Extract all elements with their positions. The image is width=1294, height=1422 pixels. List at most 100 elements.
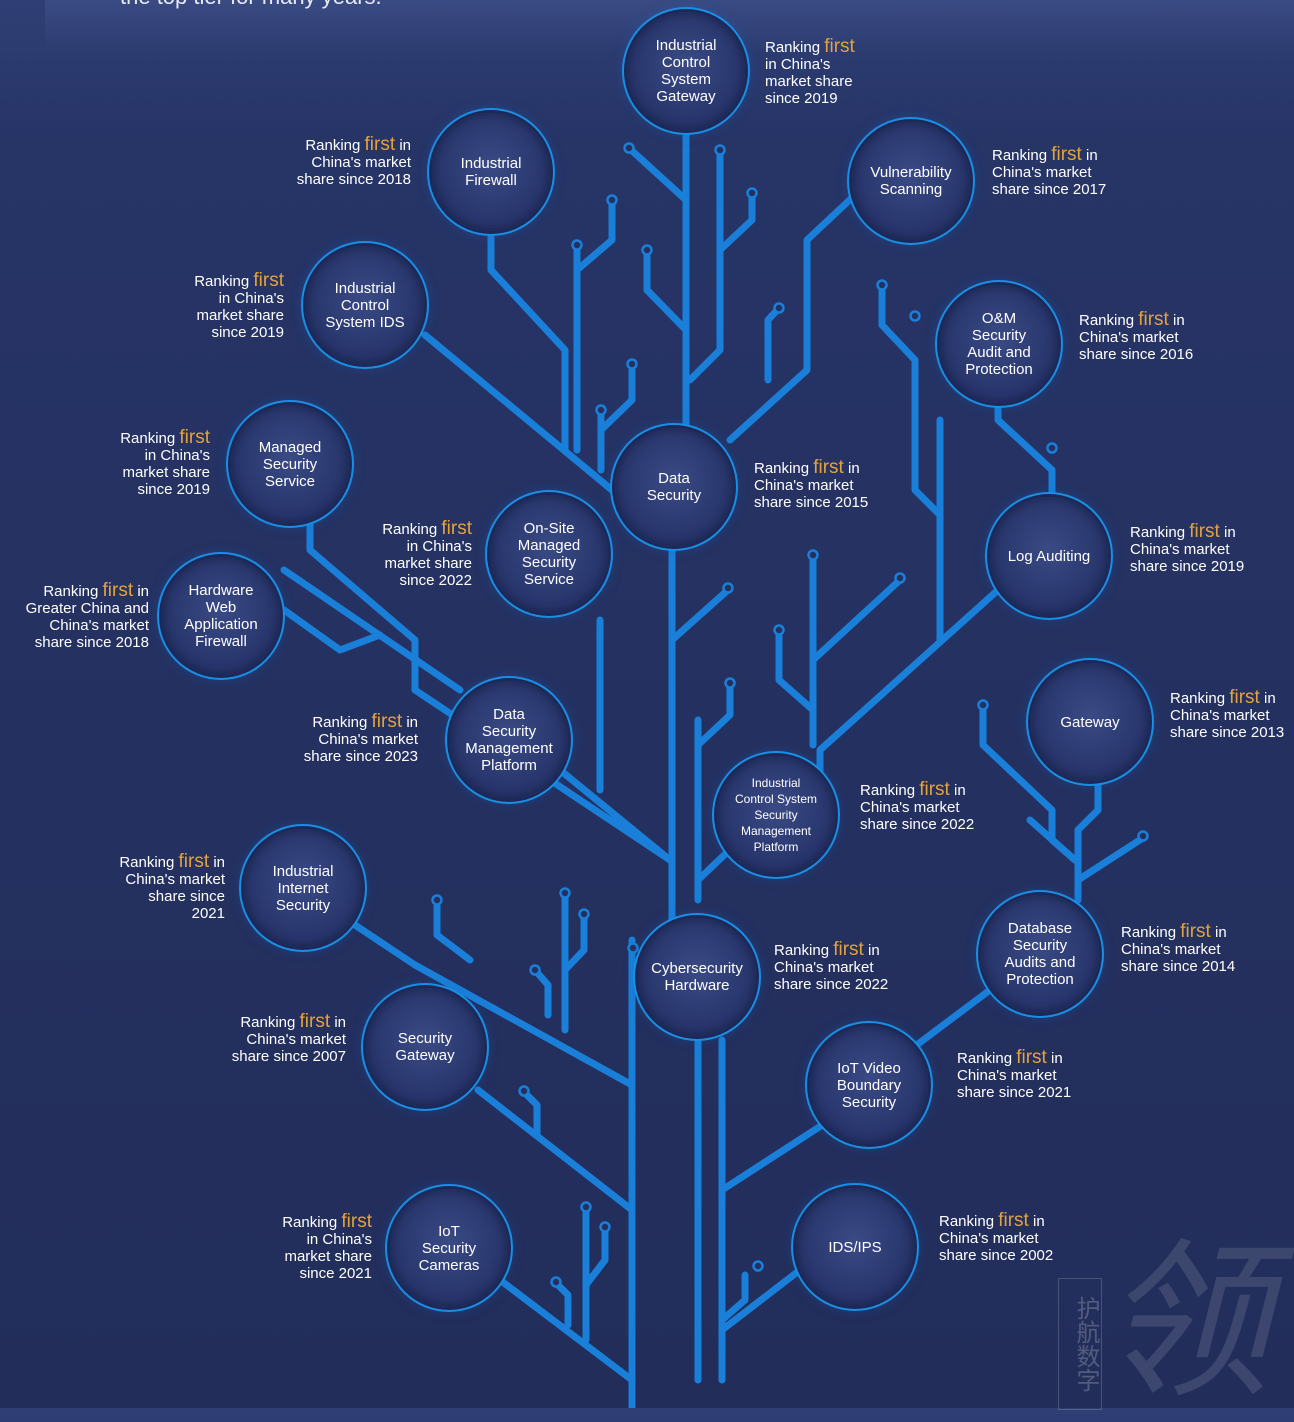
caption-text: in [867, 942, 880, 959]
caption-text: China's market [1079, 329, 1179, 346]
node-label: IDS/IPS [828, 1238, 882, 1256]
caption-highlight: first [919, 779, 950, 800]
caption-text: in China's [144, 447, 210, 464]
caption-text: share since 2019 [1130, 558, 1245, 575]
node-gateway[interactable]: Gateway [1031, 663, 1149, 781]
node-label: Security [521, 554, 577, 571]
caption-text: in China's [218, 290, 284, 307]
caption-text: China's market [860, 799, 960, 816]
caption-text: Ranking [282, 1214, 342, 1231]
caption-highlight: first [1138, 309, 1169, 330]
node-label: Industrial [751, 776, 801, 790]
node-label: Security [1012, 937, 1068, 954]
node-label: System IDS [325, 313, 405, 331]
caption-text: China's market [1121, 941, 1221, 958]
caption-text: China's market [774, 959, 874, 976]
caption-text: Ranking [754, 460, 814, 477]
caption-text: since 2019 [211, 324, 284, 341]
caption-text: in [399, 137, 411, 154]
caption-text: in [406, 714, 418, 731]
node-label: Security [841, 1093, 897, 1111]
caption-highlight: first [179, 427, 210, 448]
caption-text: China's market [992, 164, 1092, 181]
node-label: Gateway [656, 88, 716, 105]
caption-text: China's market [754, 477, 854, 494]
caption-text: in [953, 782, 966, 799]
caption-text: Ranking [120, 430, 180, 447]
node-label: Boundary [836, 1076, 902, 1094]
caption-text: share since 2018 [296, 171, 411, 188]
node-label: Internet [277, 879, 329, 897]
caption-highlight: first [1051, 144, 1082, 165]
caption-highlight: first [824, 36, 855, 57]
caption-text: Ranking [305, 137, 365, 154]
caption-text: China's market [318, 731, 418, 748]
watermark-seal: 护航数字 [1058, 1278, 1102, 1410]
caption-text: share since 2022 [774, 976, 889, 993]
caption-highlight: first [441, 518, 472, 539]
node-label: Hardware [188, 582, 254, 599]
node-label: Service [264, 472, 316, 490]
node-label: Control [661, 54, 711, 71]
caption-text: market share [196, 307, 284, 324]
caption-text: in [1172, 312, 1185, 329]
node-ids-ips[interactable]: IDS/IPS [796, 1188, 914, 1306]
caption-text: market share [122, 464, 210, 481]
node-label: On-Site [523, 520, 575, 537]
node-label: Security [754, 808, 798, 822]
node-label: Audits and [1004, 954, 1076, 971]
caption-text: market share [384, 555, 472, 572]
node-label: Scanning [879, 181, 943, 198]
caption-text: share since 2018 [34, 634, 149, 651]
caption-text: share since 2014 [1121, 958, 1236, 975]
node-label: Control [340, 296, 390, 314]
caption-text: China's market [939, 1230, 1039, 1247]
node-label: Database [1007, 920, 1073, 937]
node-label: Industrial [655, 37, 717, 54]
caption-text: since 2019 [137, 481, 210, 498]
caption-text: market share [765, 73, 853, 90]
node-label: Industrial [334, 279, 396, 297]
caption-text: China's market [1130, 541, 1230, 558]
caption-text: share since 2017 [992, 181, 1107, 198]
caption-highlight: first [341, 1211, 372, 1232]
node-log-auditing[interactable]: Log Auditing [990, 497, 1108, 615]
node-label: Log Auditing [1007, 547, 1091, 565]
node-label: Hardware [664, 977, 730, 994]
caption-highlight: first [371, 711, 403, 732]
caption-text: Ranking [43, 583, 103, 600]
caption-text: Ranking [774, 942, 834, 959]
caption-text: share since 2013 [1170, 724, 1285, 741]
caption-text: share since 2016 [1079, 346, 1194, 363]
caption-text: in [1223, 524, 1236, 541]
caption-text: in [1085, 147, 1098, 164]
node-label: Managed [258, 438, 322, 456]
node-label: Application [184, 616, 258, 633]
caption-text: in China's [765, 56, 831, 73]
node-label: Control System [734, 792, 818, 806]
